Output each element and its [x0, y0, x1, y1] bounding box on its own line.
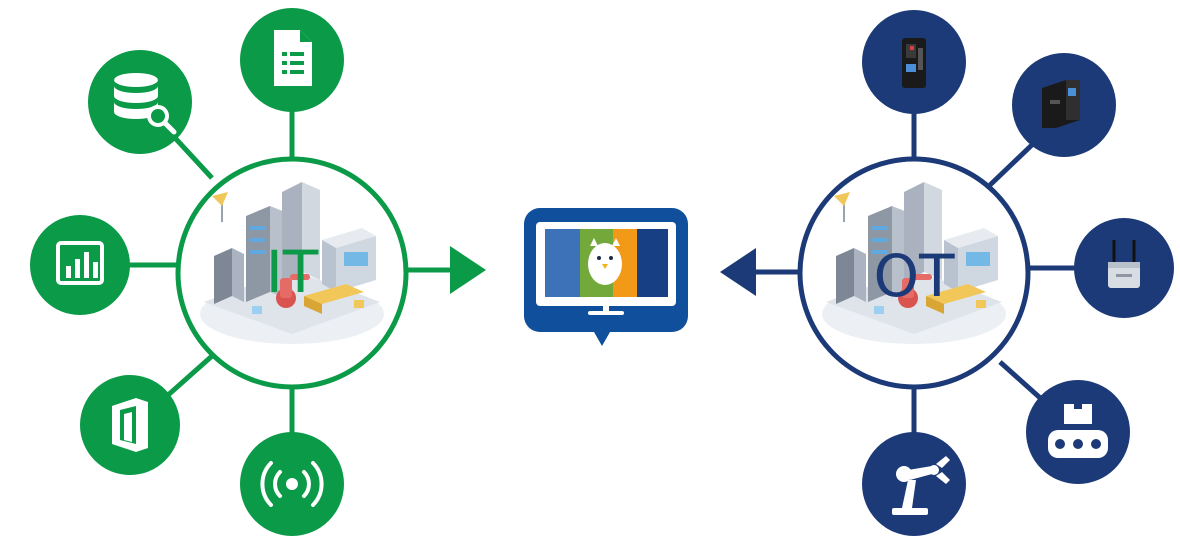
it-hub: IT: [30, 8, 486, 536]
conveyor-icon[interactable]: [1026, 380, 1130, 484]
stripe-blue: [545, 229, 580, 297]
wireless-signal-icon[interactable]: [240, 432, 344, 536]
it-arrow: [450, 246, 486, 294]
controller-device-icon[interactable]: [1012, 53, 1116, 157]
robot-arm-icon[interactable]: [862, 432, 966, 536]
ot-hub: OT: [720, 10, 1174, 536]
monitor-neck: [603, 306, 609, 312]
central-monitor: [524, 208, 688, 346]
gateway-antenna-icon[interactable]: [1074, 218, 1174, 318]
ot-hub-label: OT: [873, 242, 955, 310]
stripe-navy: [637, 229, 668, 297]
ot-arrow: [720, 248, 756, 296]
bar-chart-icon[interactable]: [30, 215, 130, 315]
monitor-penguin-icon: [588, 238, 622, 285]
document-list-icon[interactable]: [240, 8, 344, 112]
monitor-stand: [588, 311, 624, 315]
it-hub-label: IT: [266, 238, 319, 306]
database-search-icon[interactable]: [88, 50, 192, 154]
sensor-device-icon[interactable]: [862, 10, 966, 114]
office-icon[interactable]: [80, 375, 180, 475]
